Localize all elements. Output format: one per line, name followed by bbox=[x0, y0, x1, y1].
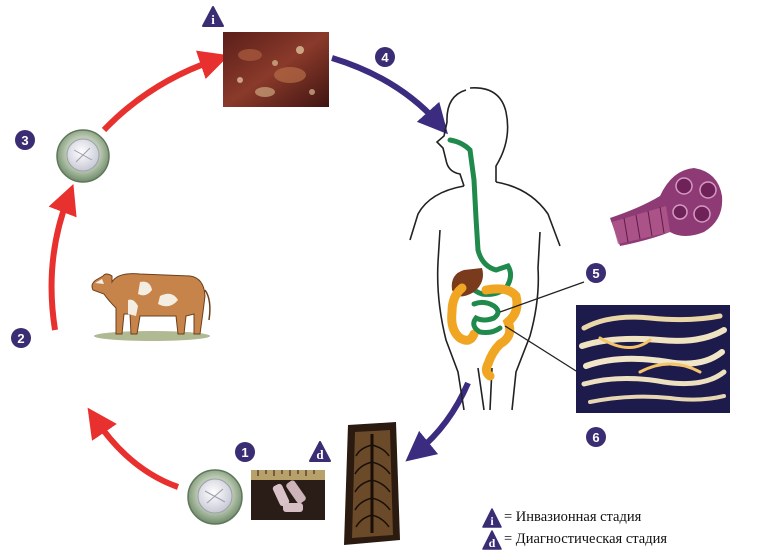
arrow-human-to-proglottid bbox=[405, 381, 471, 462]
infective-letter: i bbox=[211, 12, 215, 27]
step-marker-4: 4 bbox=[375, 47, 395, 67]
pointer-line-5 bbox=[499, 281, 585, 313]
step-number: 5 bbox=[592, 266, 599, 281]
scolex-photo bbox=[610, 168, 723, 246]
step-number: 1 bbox=[241, 445, 248, 460]
pointer-line-6 bbox=[504, 325, 585, 377]
step-marker-6: 6 bbox=[586, 427, 606, 447]
diagnostic-stage-marker: d bbox=[309, 441, 331, 462]
environment-arrows bbox=[48, 50, 230, 490]
step-number: 4 bbox=[381, 50, 389, 65]
legend-diagnostic-text: = Диагностическая стадия bbox=[504, 531, 668, 547]
step-marker-2: 2 bbox=[11, 328, 31, 348]
cysticercus-in-tissue-photo bbox=[223, 32, 329, 107]
legend-diagnostic-letter: d bbox=[489, 536, 496, 550]
diagnostic-triangle-icon: d bbox=[482, 530, 502, 550]
legend-infective-text: = Инвазионная стадия bbox=[504, 509, 642, 525]
step-number: 6 bbox=[592, 430, 599, 445]
step-marker-5: 5 bbox=[586, 263, 606, 283]
taenia-egg-image bbox=[187, 469, 243, 525]
taenia-egg-image bbox=[56, 129, 110, 183]
step-number: 2 bbox=[17, 331, 24, 346]
diagnostic-letter: d bbox=[316, 447, 324, 462]
arrow-egg-to-meat bbox=[101, 50, 230, 133]
infective-triangle-icon: i bbox=[482, 508, 502, 528]
step-marker-3: 3 bbox=[15, 130, 35, 150]
cow-illustration bbox=[91, 273, 211, 341]
arrow-meat-to-human bbox=[331, 55, 448, 135]
infective-stage-marker: i bbox=[202, 6, 224, 27]
legend-diagnostic: d = Диагностическая стадия bbox=[482, 530, 752, 550]
human-arrows bbox=[331, 55, 471, 462]
step-number: 3 bbox=[21, 133, 28, 148]
arrow-cow-to-egg bbox=[48, 184, 77, 331]
human-digestive-tract-outline bbox=[409, 87, 585, 411]
arrow-egg-to-left bbox=[87, 407, 180, 490]
step-marker-1: 1 bbox=[235, 442, 255, 462]
gravid-proglottids-photo bbox=[251, 470, 325, 520]
single-proglottid-photo bbox=[344, 422, 400, 545]
adult-tapeworm-photo bbox=[576, 305, 730, 413]
legend-infective: i = Инвазионная стадия bbox=[482, 508, 752, 528]
legend-infective-letter: i bbox=[490, 514, 494, 528]
